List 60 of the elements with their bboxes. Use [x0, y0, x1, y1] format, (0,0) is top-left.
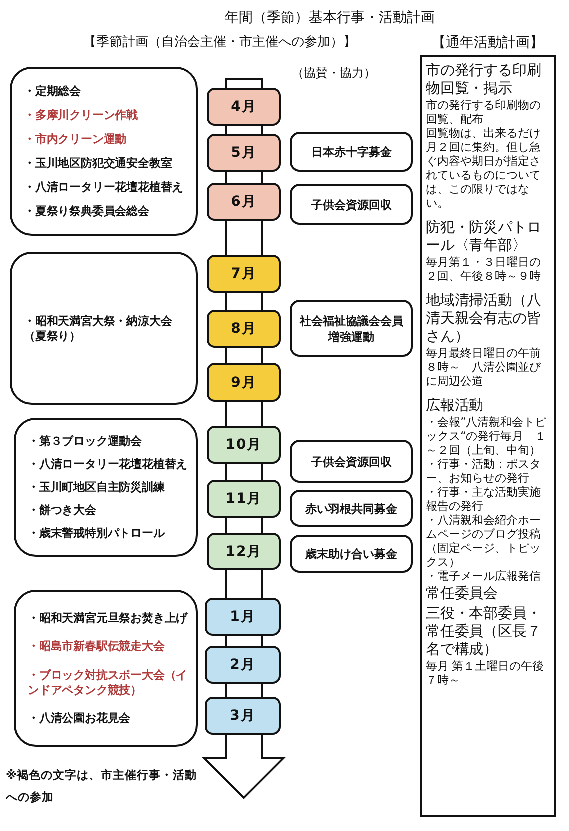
footnote: ※褐色の文字は、市主催行事・活動への参加 [6, 767, 198, 806]
section-text: ・行事・活動：ポスター、お知らせの発行 [426, 457, 542, 485]
section-heading: 常任委員会 [426, 585, 500, 603]
support-box: 子供会資源回収 [290, 440, 413, 483]
section-text: ・会報”八清親和会トピックス“の発行毎月 １～２回（上旬、中旬） [426, 415, 548, 457]
event-item: ・玉川町地区自主防災訓練 [28, 480, 166, 495]
event-item: ・第３ブロック運動会 [28, 434, 144, 449]
support-box: 日本赤十字募金 [290, 132, 413, 172]
event-item: ・歳末警戒特別パトロール [28, 526, 166, 541]
section-text: 市の発行する印刷物の回覧、配布 [426, 98, 542, 126]
support-box: 社会福祉協議会会員増強運動 [290, 300, 413, 357]
month-box: 5月 [207, 134, 281, 172]
section-heading: 防犯・防災パトロール〈青年部〉 [426, 219, 542, 255]
month-box: 9月 [207, 363, 281, 402]
event-item: ・夏祭り祭典委員会総会 [24, 204, 150, 219]
column-heading: 【通年活動計画】 [431, 34, 545, 52]
event-group-box [10, 67, 198, 236]
section-text: 回覧物は、出来るだけ月２回に集約。但し急ぐ内容や期日が指定されているものについては、この限りではない。 [426, 126, 542, 210]
section-heading: 地域清掃活動（八清天親会有志の皆さん） [426, 292, 542, 346]
event-item: ・餅つき大会 [28, 503, 98, 518]
event-item: ・八清公園お花見会 [28, 710, 132, 726]
event-group-box [10, 252, 198, 405]
support-box: 子供会資源回収 [290, 184, 413, 225]
event-item: ・定期総会 [24, 84, 82, 99]
support-box: 赤い羽根共同募金 [290, 490, 413, 527]
event-item: ・昭和天満宮元旦祭お焚き上げ [28, 611, 189, 626]
event-item: ・ブロック対抗スポー大会（インドアペタンク競技） [28, 668, 189, 698]
event-item: ・市内クリーン運動 [24, 132, 128, 147]
section-text: 毎月第１・３日曜日の２回、午後８時～９時 [426, 255, 542, 283]
event-item: ・多摩川クリーン作戦 [24, 108, 140, 123]
month-box: 2月 [205, 646, 281, 684]
month-box: 7月 [207, 255, 281, 293]
event-item: ・昭和天満宮大祭・納涼大会（夏祭り） [24, 314, 174, 344]
section-heading: 三役・本部委員・常任委員（区長７名で構成） [426, 605, 542, 659]
section-heading: 市の発行する印刷物回覧・掲示 [426, 62, 542, 98]
event-item: ・八清ロータリー花壇花植替え [24, 180, 185, 195]
event-group-box [14, 418, 198, 557]
month-box: 1月 [205, 598, 281, 636]
event-group-box [14, 590, 198, 747]
section-heading: 広報活動 [426, 397, 485, 415]
month-box: 3月 [205, 697, 281, 735]
section-text: ・八清親和会紹介ホームページのブログ投稿（固定ページ、トピックス） [426, 513, 542, 569]
month-box: 8月 [207, 310, 281, 348]
month-box: 4月 [207, 88, 281, 126]
event-item: ・昭島市新春駅伝競走大会 [28, 639, 166, 654]
section-text: ・電子メール広報発信 [426, 569, 542, 583]
title: 年間（季節）基本行事・活動計画 [224, 9, 436, 28]
month-box: 6月 [207, 183, 281, 221]
month-box: 11月 [207, 480, 281, 518]
support-box: 歳末助け合い募金 [290, 535, 413, 573]
month-box: 10月 [207, 426, 281, 464]
section-text: 毎月最終日曜日の午前８時～ 八清公園並びに周辺公道 [426, 346, 542, 388]
subtitle: 【季節計画（自治会主催・市主催への参加）】 [82, 34, 358, 52]
month-box: 12月 [207, 533, 281, 570]
subtitle: （協賛・協力） [291, 65, 377, 82]
event-item: ・玉川地区防犯交通安全教室 [24, 156, 174, 171]
activity-panel [420, 55, 556, 817]
section-text: ・行事・主な活動実施報告の発行 [426, 485, 542, 513]
section-text: 毎月 第１土曜日の午後７時～ [426, 659, 546, 687]
event-item: ・八清ロータリー花壇花植替え [28, 457, 189, 472]
